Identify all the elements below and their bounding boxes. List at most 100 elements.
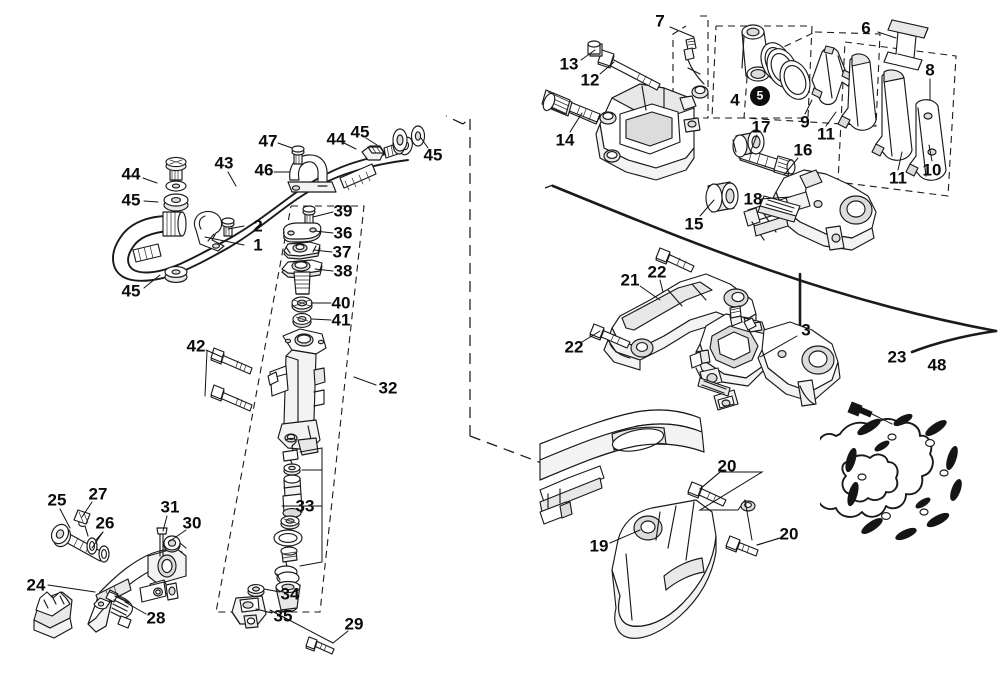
callout-label-48[interactable]: 48 (927, 355, 947, 375)
washer-34 (247, 584, 265, 597)
washer-41 (292, 313, 312, 328)
brake-pedal-24 (33, 547, 187, 639)
caliper-slide-bolt-14 (541, 89, 601, 125)
callout-label-42[interactable]: 42 (186, 336, 206, 356)
callout-label-14[interactable]: 14 (555, 130, 575, 150)
callout-label-28[interactable]: 28 (146, 608, 166, 628)
callout-label-26[interactable]: 26 (95, 513, 115, 533)
leader-line-3 (759, 335, 798, 358)
callout-label-1[interactable]: 1 (253, 235, 263, 255)
callout-label-23[interactable]: 23 (887, 347, 907, 367)
callout-label-21[interactable]: 21 (620, 270, 640, 290)
callout-label-35[interactable]: 35 (273, 606, 293, 626)
leader-line-13 (580, 49, 596, 61)
leader-line-28 (124, 601, 147, 615)
rear-caliper-assembly-3 (689, 305, 841, 411)
callout-label-19[interactable]: 19 (589, 536, 609, 556)
callout-label-45[interactable]: 45 (423, 145, 443, 165)
hose-banjo-upper-right (361, 125, 426, 161)
seal-40 (291, 296, 313, 313)
callout-label-18[interactable]: 18 (743, 189, 763, 209)
callout-label-6[interactable]: 6 (861, 18, 871, 38)
callout-label-33[interactable]: 33 (295, 496, 315, 516)
leader-line-45 (143, 274, 161, 289)
piston-seals-5 (760, 42, 811, 100)
callout-label-5[interactable]: 5 (756, 88, 764, 103)
callout-label-7[interactable]: 7 (655, 11, 665, 31)
callout-label-34[interactable]: 34 (280, 584, 300, 604)
callout-label-15[interactable]: 15 (684, 214, 704, 234)
callout-label-2[interactable]: 2 (253, 216, 263, 236)
callout-label-22[interactable]: 22 (564, 337, 584, 357)
leader-line-19 (609, 529, 641, 544)
callout-label-11[interactable]: 11 (817, 124, 835, 144)
leader-line-29 (332, 630, 349, 644)
callout-label-9[interactable]: 9 (800, 112, 810, 132)
callout-label-45[interactable]: 45 (121, 190, 141, 210)
callout-label-30[interactable]: 30 (182, 513, 202, 533)
callout-label-40[interactable]: 40 (331, 293, 351, 313)
callout-label-3[interactable]: 3 (801, 320, 811, 340)
leader-line-9 (804, 99, 813, 115)
o-rings-26 (86, 531, 110, 563)
leader-line-20 (756, 537, 781, 546)
callout-label-17[interactable]: 17 (751, 117, 771, 137)
callout-label-45[interactable]: 45 (121, 281, 141, 301)
callout-label-32[interactable]: 32 (378, 378, 398, 398)
mc-internal-kit-33 (273, 437, 323, 613)
slide-collar-17 (732, 129, 765, 158)
leader-line-27 (81, 501, 93, 518)
guard-bolt-20-b (725, 499, 781, 557)
callout-label-43[interactable]: 43 (214, 153, 234, 173)
callout-marker-5 (750, 86, 770, 106)
callout-label-44[interactable]: 44 (121, 164, 141, 184)
hose-clamp-1 (193, 210, 225, 252)
callout-label-12[interactable]: 12 (580, 70, 600, 90)
callout-label-45[interactable]: 45 (350, 122, 370, 142)
callout-label-22[interactable]: 22 (647, 262, 667, 282)
leader-line-1 (204, 236, 245, 246)
master-cylinder-body (267, 328, 327, 456)
brake-hose-43 (112, 125, 426, 283)
leader-line-15 (699, 199, 715, 217)
callout-label-36[interactable]: 36 (333, 223, 353, 243)
callout-label-20[interactable]: 20 (717, 456, 737, 476)
callout-label-4[interactable]: 4 (730, 90, 740, 110)
caliper-body-7 (595, 37, 709, 181)
callout-label-13[interactable]: 13 (559, 54, 579, 74)
hose-washer-lower-left (164, 266, 188, 283)
callout-label-24[interactable]: 24 (26, 575, 46, 595)
leader-line-44 (343, 142, 357, 150)
leader-line-41 (311, 318, 332, 321)
callout-label-11[interactable]: 11 (889, 168, 907, 188)
bracket-bolt-22-a (655, 247, 695, 273)
hose-guide-bolt-47 (291, 145, 305, 165)
callout-label-46[interactable]: 46 (254, 160, 274, 180)
pad-retainer-18 (757, 195, 801, 223)
callout-label-27[interactable]: 27 (88, 484, 108, 504)
callout-label-39[interactable]: 39 (333, 201, 353, 221)
callout-label-31[interactable]: 31 (160, 497, 180, 517)
callout-label-25[interactable]: 25 (47, 490, 67, 510)
leader-line-2 (227, 225, 245, 230)
return-spring-28 (105, 589, 133, 629)
brake-disc-rotor-23 (820, 401, 962, 541)
callout-label-38[interactable]: 38 (333, 261, 353, 281)
bolt-29 (269, 609, 335, 655)
leader-line-22 (659, 279, 664, 293)
callout-label-29[interactable]: 29 (344, 614, 364, 634)
leader-line-38 (314, 268, 334, 272)
callout-label-44[interactable]: 44 (326, 129, 346, 149)
callout-label-37[interactable]: 37 (332, 242, 352, 262)
leader-line-14 (569, 112, 583, 133)
callout-label-8[interactable]: 8 (925, 60, 935, 80)
callout-label-47[interactable]: 47 (258, 131, 278, 151)
leader-line-18 (760, 196, 791, 200)
callout-label-20[interactable]: 20 (779, 524, 799, 544)
leader-line-31 (162, 515, 168, 532)
callout-label-10[interactable]: 10 (922, 160, 942, 180)
guard-bolt-20-a (687, 471, 764, 512)
callout-label-41[interactable]: 41 (331, 310, 351, 330)
callout-label-16[interactable]: 16 (793, 140, 813, 160)
